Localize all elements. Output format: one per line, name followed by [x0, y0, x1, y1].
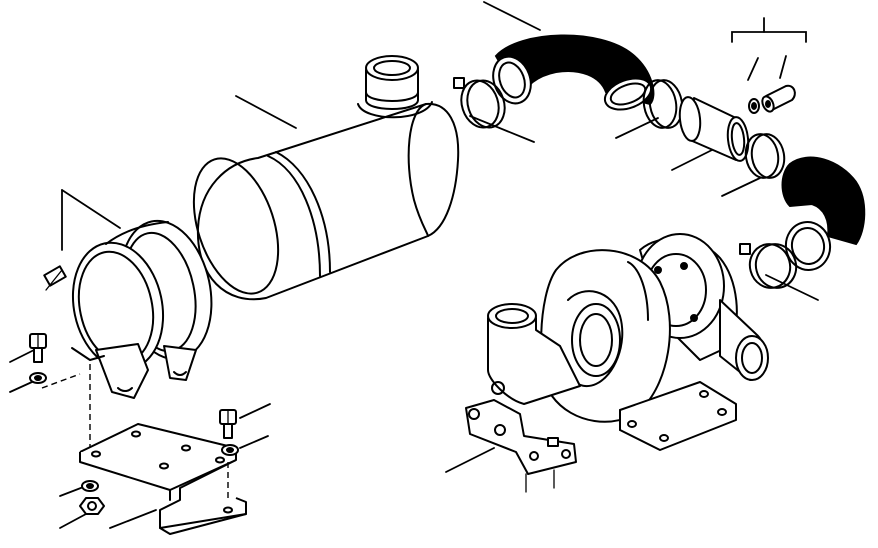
leader-band-2	[61, 189, 121, 229]
leader-bracket-plate	[109, 509, 157, 529]
turbo-support-bracket	[465, 399, 577, 493]
leader-washer-left	[9, 381, 33, 393]
air-cleaner-body	[192, 55, 460, 301]
leader-nut-bottom	[59, 513, 87, 529]
leader-air-cleaner	[235, 95, 297, 129]
connector-tube	[678, 96, 750, 162]
leader-clamp-3	[721, 177, 761, 197]
leader-bolt-right	[239, 403, 271, 419]
bolt-left	[29, 333, 47, 363]
leader-bolt-left	[9, 349, 35, 363]
leader-lines	[9, 1, 819, 529]
washer-bottom	[81, 480, 99, 492]
leader-clamp-4	[765, 274, 819, 301]
hose-clamp-4	[739, 243, 798, 289]
washer-right	[221, 444, 239, 456]
rubber-elbow-upper	[492, 34, 655, 111]
leader-clamp-1	[469, 115, 535, 143]
rubber-elbow-lower	[781, 156, 866, 271]
fitting-plug	[761, 84, 796, 113]
group-bracket	[731, 17, 807, 43]
leader-fitting-1	[747, 57, 759, 81]
leader-washer-right	[239, 435, 269, 449]
washer-left	[29, 372, 47, 384]
fitting-washer	[748, 98, 760, 114]
mounting-bracket-plate	[79, 423, 247, 535]
leader-tube	[671, 149, 713, 171]
nut-bottom	[79, 497, 105, 515]
leader-fitting-2	[779, 55, 787, 79]
leader-clamp-2	[615, 117, 659, 139]
leader-upper-elbow	[483, 1, 541, 31]
dashed-align-left	[41, 373, 81, 389]
turbocharger	[487, 233, 769, 451]
hose-clamp-1	[453, 77, 506, 129]
bolt-right	[219, 409, 237, 439]
leader-turbo-bracket	[445, 447, 495, 473]
hose-clamp-3	[744, 133, 786, 179]
mounting-band	[43, 219, 213, 399]
